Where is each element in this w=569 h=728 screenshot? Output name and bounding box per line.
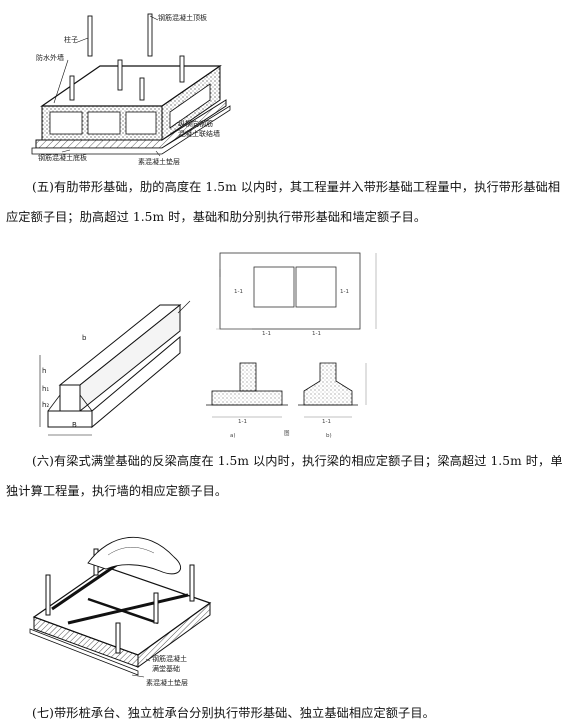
svg-text:1-1: 1-1 (234, 289, 243, 295)
paragraph-6: (六)有梁式满堂基础的反梁高度在 1.5m 以内时，执行梁的相应定额子目；梁高超… (6, 454, 563, 498)
paragraph-7: (七)带形桩承台、独立桩承台分别执行带形基础、独立基础相应定额子目。 (32, 706, 435, 720)
svg-text:1-1: 1-1 (262, 331, 271, 337)
svg-text:1-1: 1-1 (238, 419, 247, 425)
label-raft-1: 钢筋混凝土 (152, 654, 187, 663)
ribbed-strip-foundation-figure: 1-1 1-1 1-1 1-1 B b h h₁ h₂ 1-1 a) 1-1 b… (39, 252, 377, 439)
label-raft-cushion: 素混凝土垫层 (146, 678, 188, 687)
raft-foundation-figure: 钢筋混凝土 满堂基础 素混凝土垫层 (29, 536, 212, 687)
paragraph-5: (五)有肋带形基础，肋的高度在 1.5m 以内时，其工程量并入带形基础工程量中，… (6, 180, 561, 224)
label-raft-2: 满堂基础 (152, 664, 180, 673)
svg-text:1-1: 1-1 (312, 331, 321, 337)
dim-b: b (82, 334, 87, 342)
label-connect-wall-2: 混凝土联结墙 (178, 129, 220, 138)
svg-text:a): a) (230, 433, 236, 439)
label-bottom-slab: 钢筋混凝土底板 (38, 153, 87, 162)
label-cushion: 素混凝土垫层 (138, 157, 180, 166)
box-foundation-figure: 钢筋混凝土顶板 柱子 防水外墙 纵横向钢筋 混凝土联结墙 钢筋混凝土底板 素混凝… (31, 13, 231, 166)
label-connect-wall-1: 纵横向钢筋 (178, 119, 213, 128)
dim-h1: h₁ (42, 385, 49, 393)
svg-text:1-1: 1-1 (322, 419, 331, 425)
label-column: 柱子 (64, 35, 78, 44)
dim-B: B (72, 421, 77, 429)
svg-text:b): b) (326, 433, 332, 439)
dim-h: h (42, 367, 46, 375)
label-top-slab: 钢筋混凝土顶板 (158, 13, 207, 22)
dim-h2: h₂ (42, 401, 49, 409)
label-outer-wall: 防水外墙 (36, 53, 64, 62)
svg-text:图: 图 (284, 429, 290, 437)
svg-text:1-1: 1-1 (340, 289, 349, 295)
